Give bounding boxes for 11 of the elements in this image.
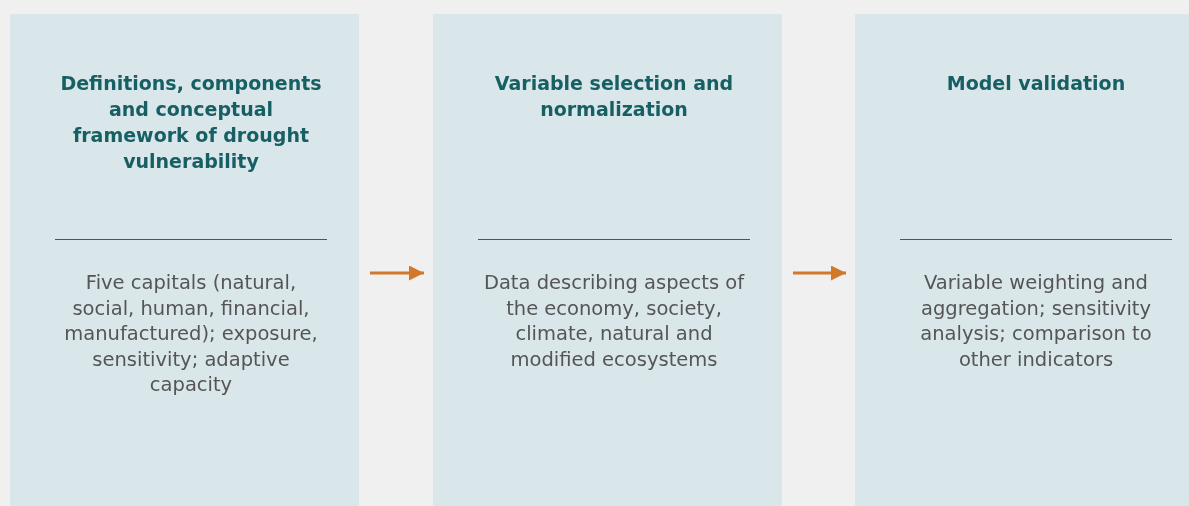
panel-heading: Definitions, components and conceptual framework of drought vulnerability [59,71,323,174]
panel-heading: Model validation [946,71,1126,96]
process-panel [855,14,1189,506]
panel-heading: Variable selection and normalization [493,71,735,122]
process-panel [10,14,359,506]
panel-description: Data describing aspects of the economy, society, climate, natural and modified ecosystems [482,270,746,372]
arrow [793,265,846,281]
panel-description: Five capitals (natural, social, human, financial, manufactured); exposure, sensitivity; adaptive capacity [63,270,319,398]
arrow [370,265,424,281]
process-panel [433,14,782,506]
panel-description: Variable weighting and aggregation; sensitivity analysis; comparison to other indicators [919,270,1153,372]
